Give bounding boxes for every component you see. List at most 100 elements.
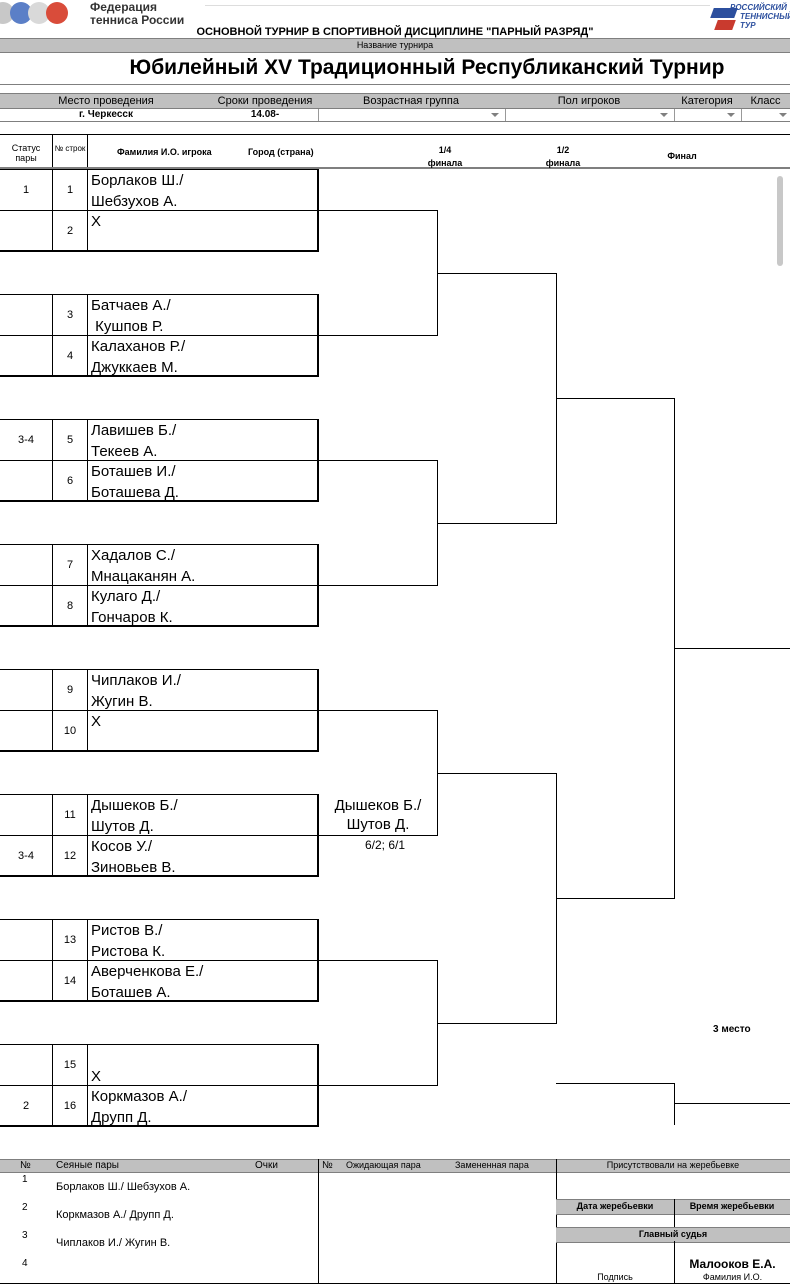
player-line-2[interactable]: Мнацаканян А. [91, 568, 196, 585]
replaced-label: Замененная пара [455, 1160, 529, 1170]
seed-number: 4 [22, 1258, 28, 1269]
fio-label: Фамилия И.О. [702, 1272, 763, 1282]
row-number: 12 [63, 850, 77, 862]
bracket-line [556, 398, 675, 399]
player-line-2[interactable]: Шутов Д. [91, 818, 154, 835]
title-rule [0, 84, 790, 85]
player-line-1[interactable]: Ристов В./ [91, 922, 163, 939]
cell-divider [87, 835, 88, 876]
row-number: 14 [63, 975, 77, 987]
row-number: 5 [66, 434, 74, 446]
player-line-1[interactable]: Косов У./ [91, 838, 153, 855]
row-number: 6 [66, 475, 74, 487]
player-line-2[interactable]: Гончаров К. [91, 609, 173, 626]
player-line-2[interactable]: Боташева Д. [91, 484, 179, 501]
class-label: Класс [750, 95, 781, 107]
cell-divider [52, 835, 53, 876]
player-line-1[interactable]: Дышеков Б./ [91, 797, 178, 814]
bracket-line [318, 835, 438, 836]
player-line-1[interactable]: Калаханов Р./ [91, 338, 186, 355]
cell-divider [87, 544, 88, 585]
draw-row[interactable]: 7 Хадалов С./ Мнацаканян А. [0, 544, 318, 585]
draw-date-header: Дата жеребьевки Время жеребьевки [556, 1199, 790, 1215]
player-line-1[interactable]: Кулаго Д./ [91, 588, 161, 605]
scrollbar-thumb[interactable] [777, 176, 783, 266]
seed-pair-name[interactable]: Чиплаков И./ Жугин В. [56, 1237, 171, 1249]
category-label: Категория [681, 95, 733, 107]
player-line-2[interactable]: Ристова К. [91, 943, 166, 960]
tournament-name[interactable]: Юбилейный XV Традиционный Республикански… [129, 56, 725, 79]
dates-value[interactable]: 14.08- [250, 109, 280, 120]
chevron-down-icon [779, 113, 787, 117]
player-line-1[interactable]: Лавишев Б./ [91, 422, 177, 439]
player-line-2[interactable]: Джуккаев М. [91, 359, 178, 376]
player-line-1[interactable]: Х [91, 713, 102, 730]
draw-row[interactable]: 3-4 5 Лавишев Б./ Текеев А. [0, 419, 318, 460]
seed-pair-name[interactable]: Коркмазов А./ Друпп Д. [56, 1209, 174, 1221]
seed-number: 1 [22, 1174, 28, 1185]
seed-number: 3 [22, 1230, 28, 1241]
cell-divider [52, 169, 53, 210]
player-line-2[interactable]: Шебзухов А. [91, 193, 178, 210]
player-line-2[interactable]: Друпп Д. [91, 1109, 152, 1126]
tournament-name-label: Название турнира [356, 40, 434, 50]
cell-divider [87, 169, 88, 210]
row-divider [0, 835, 318, 836]
sf-header-2: финала [545, 158, 581, 168]
player-line-1[interactable]: Х [91, 213, 102, 230]
cell-divider [87, 919, 88, 960]
draw-row[interactable]: 14 Аверченкова Е./ Боташев А. [0, 960, 318, 1001]
venue-value[interactable]: г. Черкесск [79, 109, 133, 120]
bracket-line [437, 1023, 557, 1024]
row-number: 3 [66, 309, 74, 321]
bracket-line [437, 523, 557, 524]
pair-status: 3-4 [18, 434, 34, 446]
draw-row[interactable]: 3 Батчаев А./ Кушпов Р. [0, 294, 318, 335]
player-line-1[interactable]: Батчаев А./ [91, 297, 171, 314]
class-select[interactable] [741, 109, 790, 121]
age-select[interactable] [318, 109, 505, 121]
player-line-2[interactable]: Боташев А. [91, 984, 171, 1001]
draw-time-field[interactable] [675, 1215, 789, 1227]
row-divider [0, 960, 318, 961]
player-line-1[interactable]: Боташев И./ [91, 463, 176, 480]
cell-divider [87, 1085, 88, 1126]
player-line-2[interactable]: Х [91, 1068, 102, 1085]
cell-divider [52, 544, 53, 585]
cell-divider [52, 460, 53, 501]
player-line-1[interactable]: Чиплаков И./ [91, 672, 181, 689]
seed-pair-name[interactable]: Борлаков Ш./ Шебзухов А. [56, 1181, 191, 1193]
row-number: 7 [66, 559, 74, 571]
player-line-1[interactable]: Коркмазов А./ [91, 1088, 187, 1105]
category-select[interactable] [674, 109, 741, 121]
cell-divider [87, 460, 88, 501]
cell-divider [87, 419, 88, 460]
player-line-2[interactable]: Зиновьев В. [91, 859, 176, 876]
gender-select[interactable] [505, 109, 674, 121]
player-line-1[interactable]: Аверченкова Е./ [91, 963, 204, 980]
player-line-2[interactable]: Жугин В. [91, 693, 153, 710]
referee-name[interactable]: Малооков Е.А. [689, 1257, 776, 1271]
cell-divider [87, 210, 88, 251]
cell-divider [87, 794, 88, 835]
qf-header-1: 1/4 [438, 145, 452, 155]
chevron-down-icon [727, 113, 735, 117]
player-line-2[interactable]: Текеев А. [91, 443, 158, 460]
player-line-2[interactable]: Кушпов Р. [91, 318, 164, 335]
player-line-1[interactable]: Борлаков Ш./ [91, 172, 184, 189]
row-divider [0, 210, 318, 211]
draw-date-field[interactable] [557, 1215, 673, 1227]
draw-row[interactable]: 6 Боташев И./ Боташева Д. [0, 460, 318, 501]
player-line-1[interactable]: Хадалов С./ [91, 547, 176, 564]
